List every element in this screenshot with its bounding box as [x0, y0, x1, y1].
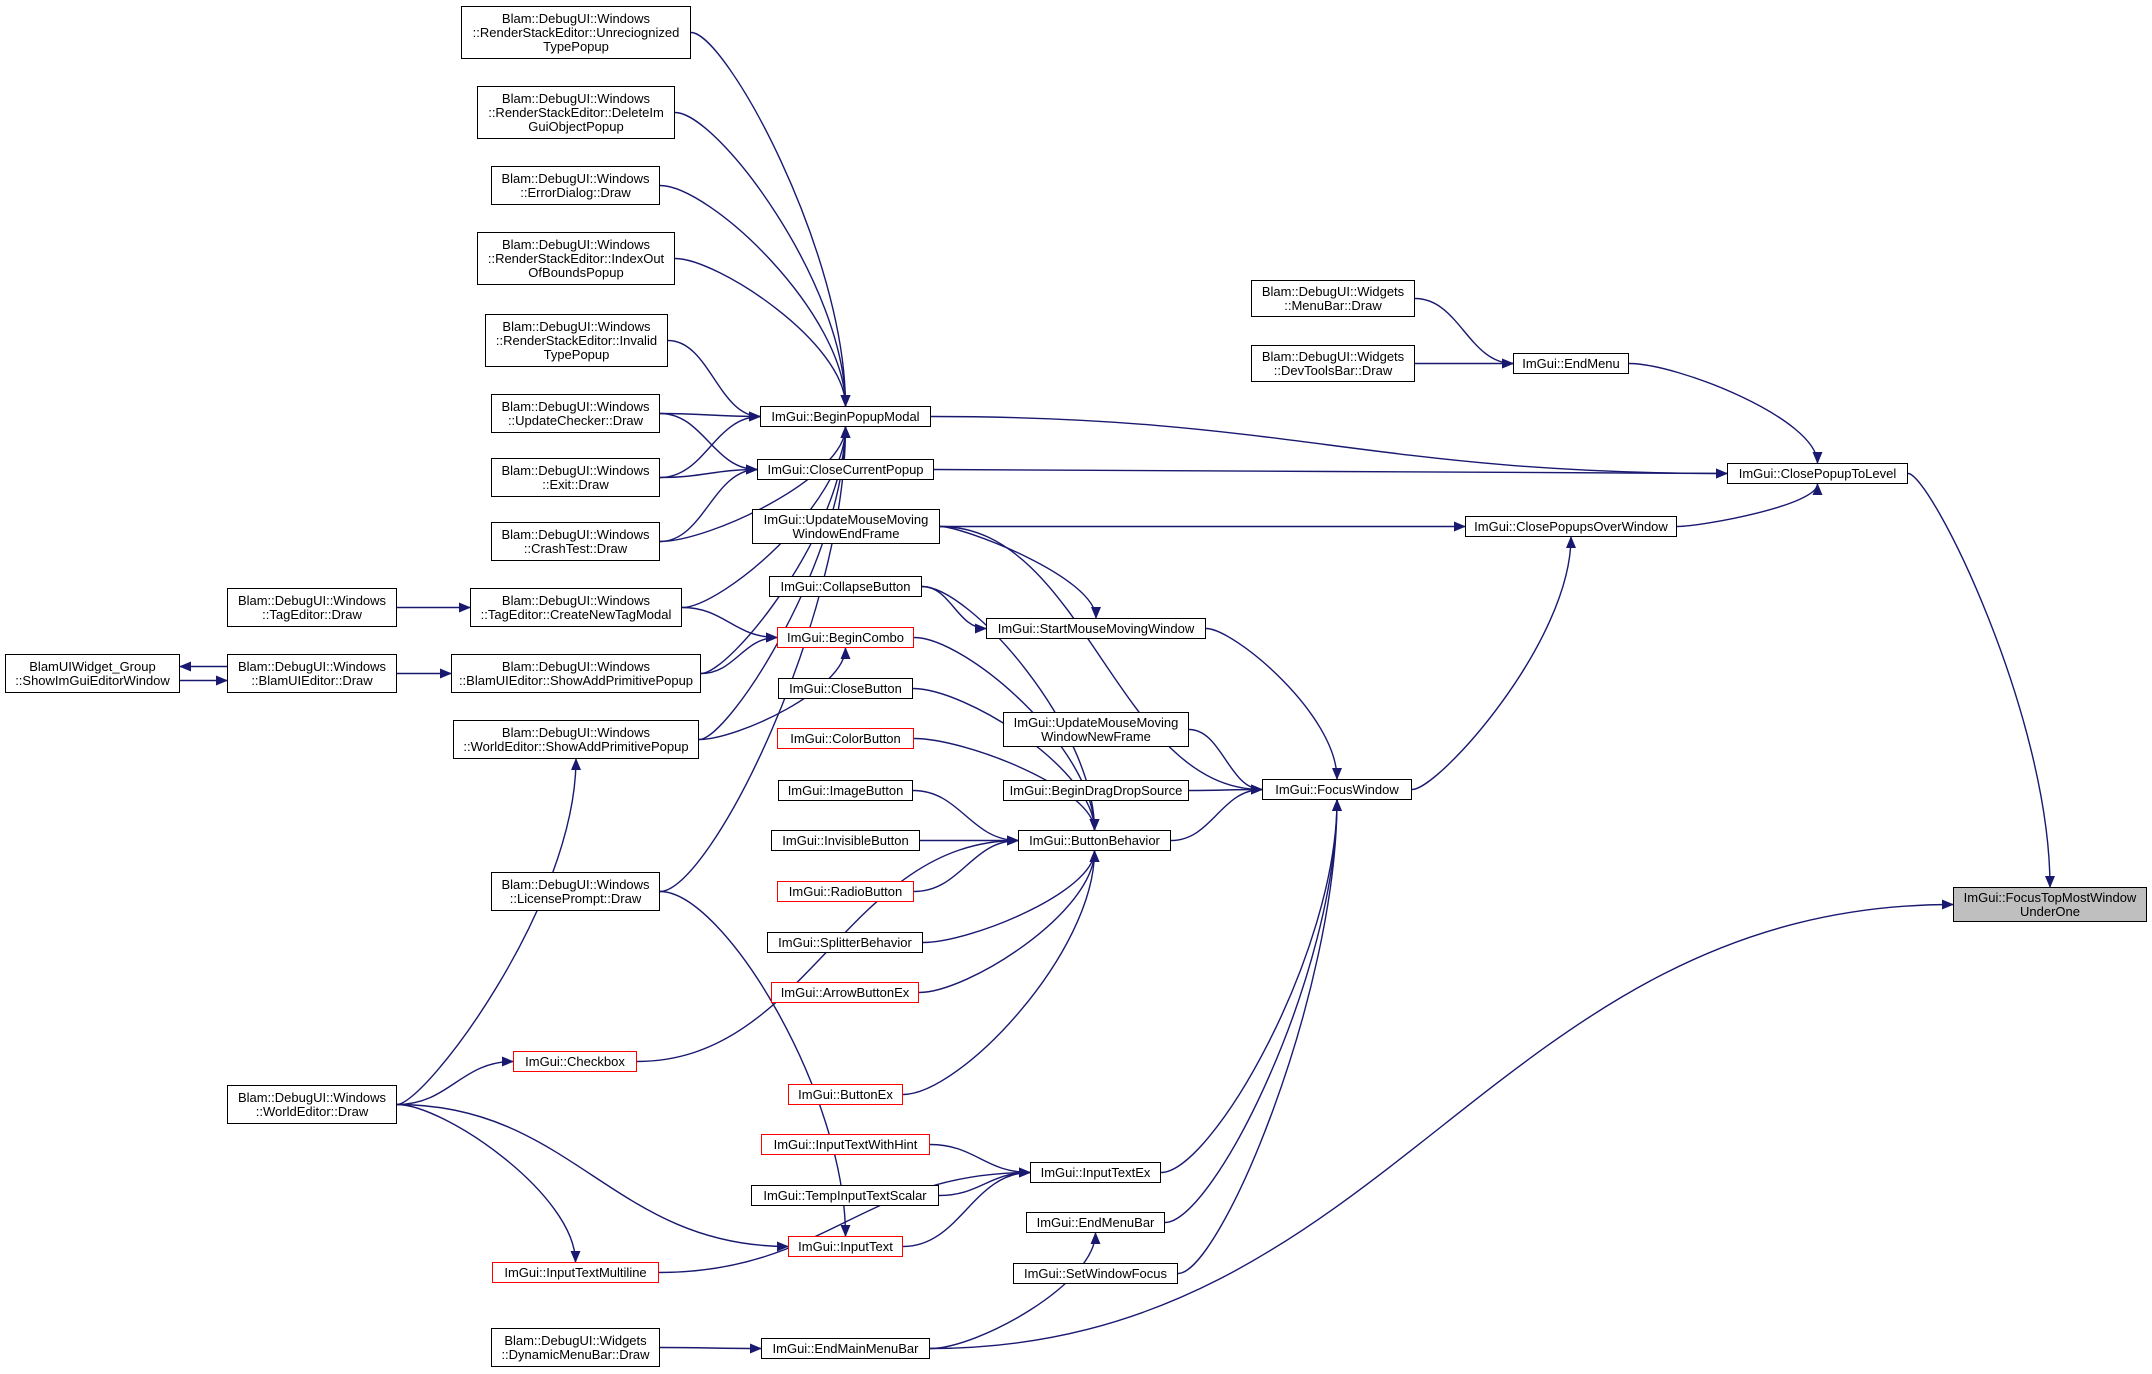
node-imagebutton[interactable]: ImGui::ImageButton [778, 780, 913, 801]
edge-menubar-draw-to-endmenu [1414, 297, 1514, 369]
node-endmenubar[interactable]: ImGui::EndMenuBar [1026, 1212, 1165, 1233]
edge-endmainmenubar-to-endmenubar [929, 1232, 1101, 1350]
edge-exit-draw-to-closecurrentpopup [659, 464, 758, 479]
node-endmenu[interactable]: ImGui::EndMenu [1513, 353, 1629, 374]
edge-worldeditor-showaddprimitive-to-begincombo [698, 647, 851, 741]
edge-arrowbuttonex-to-buttonbehavior [918, 850, 1100, 994]
edge-splitterbehavior-to-buttonbehavior [922, 850, 1100, 944]
edge-updatechecker-draw-to-closecurrentpopup [659, 412, 758, 475]
edge-errordialog-draw-to-beginpopupmodal [659, 184, 851, 407]
edge-inputtextex-to-focuswindow [1160, 799, 1342, 1174]
node-worldeditor-showaddprimitive[interactable]: Blam::DebugUI::Windows ::WorldEditor::Sh… [453, 720, 699, 759]
node-buttonex[interactable]: ImGui::ButtonEx [788, 1084, 903, 1105]
edge-tageditor-createnewtagmodal-to-begincombo [681, 606, 778, 643]
edge-crashtest-draw-to-closecurrentpopup [659, 464, 758, 543]
edge-endmenubar-to-focuswindow [1164, 799, 1342, 1224]
node-closepopuptolevel[interactable]: ImGui::ClosePopupToLevel [1727, 463, 1908, 484]
node-arrowbuttonex[interactable]: ImGui::ArrowButtonEx [771, 982, 919, 1003]
node-dynamicmenubar-draw[interactable]: Blam::DebugUI::Widgets ::DynamicMenuBar:… [491, 1328, 660, 1367]
node-blamuieditor-showaddprimitive[interactable]: Blam::DebugUI::Windows ::BlamUIEditor::S… [451, 654, 701, 693]
node-crashtest-draw[interactable]: Blam::DebugUI::Windows ::CrashTest::Draw [491, 522, 660, 561]
node-focuswindow[interactable]: ImGui::FocusWindow [1262, 779, 1412, 800]
edge-updatemousemovingwindowendframe-to-focuswindow [939, 525, 1263, 795]
edge-endmenu-to-closepopuptolevel [1628, 362, 1823, 464]
node-begindragdropsource[interactable]: ImGui::BeginDragDropSource [1003, 780, 1189, 801]
node-updatemousemovingwindowendframe[interactable]: ImGui::UpdateMouseMoving WindowEndFrame [752, 509, 940, 544]
node-errordialog-draw[interactable]: Blam::DebugUI::Windows ::ErrorDialog::Dr… [491, 166, 660, 205]
node-closepopupsoverwindow[interactable]: ImGui::ClosePopupsOverWindow [1465, 516, 1677, 537]
node-inputtext[interactable]: ImGui::InputText [788, 1236, 903, 1257]
edge-closepopuptolevel-to-focustopmostwindowunderone [1907, 472, 2055, 888]
node-buttonbehavior[interactable]: ImGui::ButtonBehavior [1018, 830, 1171, 851]
edge-exit-draw-to-beginpopupmodal [659, 411, 761, 479]
node-splitterbehavior[interactable]: ImGui::SplitterBehavior [767, 932, 923, 953]
edge-blamuieditor-showaddprimitive-to-begincombo [700, 632, 778, 675]
edge-renderstack-unrecognized-to-beginpopupmodal [690, 31, 851, 407]
edge-imagebutton-to-buttonbehavior [912, 789, 1019, 846]
edge-endmainmenubar-to-focustopmostwindowunderone [929, 899, 1954, 1350]
node-blamuiwidget-group[interactable]: BlamUIWidget_Group ::ShowImGuiEditorWind… [5, 654, 180, 693]
node-renderstack-indexout[interactable]: Blam::DebugUI::Windows ::RenderStackEdit… [477, 232, 675, 285]
edge-beginpopupmodal-to-closepopuptolevel [930, 415, 1728, 479]
edge-licenseprompt-draw-to-inputtext [659, 890, 851, 1237]
node-endmainmenubar[interactable]: ImGui::EndMainMenuBar [761, 1338, 930, 1359]
node-renderstack-invalidtype[interactable]: Blam::DebugUI::Windows ::RenderStackEdit… [485, 314, 668, 367]
edge-closepopupsoverwindow-to-closepopuptolevel [1676, 483, 1823, 528]
edge-inputtext-to-inputtextex [902, 1167, 1031, 1248]
edge-startmousemovingwindow-to-focuswindow [1205, 627, 1342, 780]
edge-colorbutton-to-buttonbehavior [913, 737, 1100, 831]
edge-dynamicmenubar-draw-to-endmainmenubar [659, 1343, 762, 1354]
node-collapsebutton[interactable]: ImGui::CollapseButton [769, 576, 922, 597]
edge-worldeditor-draw-to-inputtext [396, 1103, 789, 1252]
node-renderstack-deleteimgui[interactable]: Blam::DebugUI::Windows ::RenderStackEdit… [477, 86, 675, 139]
node-renderstack-unrecognized[interactable]: Blam::DebugUI::Windows ::RenderStackEdit… [461, 6, 691, 59]
node-inputtextex[interactable]: ImGui::InputTextEx [1030, 1162, 1161, 1183]
node-startmousemovingwindow[interactable]: ImGui::StartMouseMovingWindow [986, 618, 1206, 639]
node-licenseprompt-draw[interactable]: Blam::DebugUI::Windows ::LicensePrompt::… [491, 872, 660, 911]
node-tageditor-draw[interactable]: Blam::DebugUI::Windows ::TagEditor::Draw [227, 588, 397, 627]
edge-renderstack-indexout-to-beginpopupmodal [674, 257, 851, 407]
edge-buttonex-to-buttonbehavior [902, 850, 1100, 1096]
node-colorbutton[interactable]: ImGui::ColorButton [777, 728, 914, 749]
node-updatemousemovingwindownewframe[interactable]: ImGui::UpdateMouseMoving WindowNewFrame [1003, 712, 1189, 747]
edge-focuswindow-to-closepopupsoverwindow [1411, 536, 1576, 791]
node-tempinputtextscalar[interactable]: ImGui::TempInputTextScalar [751, 1185, 939, 1206]
edge-setwindowfocus-to-focuswindow [1177, 799, 1342, 1275]
node-inputtextmultiline[interactable]: ImGui::InputTextMultiline [492, 1262, 659, 1283]
edge-renderstack-invalidtype-to-beginpopupmodal [667, 339, 761, 422]
edge-tageditor-createnewtagmodal-to-beginpopupmodal [681, 426, 851, 609]
node-tageditor-createnewtagmodal[interactable]: Blam::DebugUI::Windows ::TagEditor::Crea… [470, 588, 682, 627]
node-closecurrentpopup[interactable]: ImGui::CloseCurrentPopup [757, 459, 934, 480]
node-devtoolsbar-draw[interactable]: Blam::DebugUI::Widgets ::DevToolsBar::Dr… [1251, 345, 1415, 382]
node-focustopmostwindowunderone[interactable]: ImGui::FocusTopMostWindow UnderOne [1953, 887, 2147, 922]
node-setwindowfocus[interactable]: ImGui::SetWindowFocus [1013, 1263, 1178, 1284]
node-radiobutton[interactable]: ImGui::RadioButton [777, 881, 914, 902]
edge-worldeditor-draw-to-worldeditor-showaddprimitive [396, 758, 581, 1106]
edge-closecurrentpopup-to-closepopuptolevel [933, 468, 1728, 479]
node-worldeditor-draw[interactable]: Blam::DebugUI::Windows ::WorldEditor::Dr… [227, 1085, 397, 1124]
edge-worldeditor-draw-to-checkbox [396, 1056, 514, 1106]
edge-worldeditor-draw-to-inputtextmultiline [396, 1103, 581, 1263]
edge-inputtextwithhint-to-inputtextex [929, 1143, 1031, 1178]
edge-updatemousemovingwindowendframe-to-startmousemovingwindow [939, 525, 1101, 619]
node-updatechecker-draw[interactable]: Blam::DebugUI::Windows ::UpdateChecker::… [491, 394, 660, 433]
node-exit-draw[interactable]: Blam::DebugUI::Windows ::Exit::Draw [491, 458, 660, 497]
node-begincombo[interactable]: ImGui::BeginCombo [777, 627, 914, 648]
node-checkbox[interactable]: ImGui::Checkbox [513, 1051, 637, 1072]
edge-buttonbehavior-to-focuswindow [1170, 784, 1263, 842]
node-blamuieditor-draw[interactable]: Blam::DebugUI::Windows ::BlamUIEditor::D… [227, 654, 397, 693]
edge-inputtextmultiline-to-inputtextex [658, 1167, 1031, 1274]
edge-renderstack-deleteimgui-to-beginpopupmodal [674, 111, 851, 407]
edge-crashtest-draw-to-beginpopupmodal [659, 426, 851, 543]
edge-radiobutton-to-buttonbehavior [913, 835, 1019, 893]
node-beginpopupmodal[interactable]: ImGui::BeginPopupModal [760, 406, 931, 427]
node-closebutton[interactable]: ImGui::CloseButton [778, 678, 913, 699]
node-invisiblebutton[interactable]: ImGui::InvisibleButton [771, 830, 920, 851]
node-menubar-draw[interactable]: Blam::DebugUI::Widgets ::MenuBar::Draw [1251, 280, 1415, 317]
edge-updatechecker-draw-to-beginpopupmodal [659, 411, 761, 422]
node-inputtextwithhint[interactable]: ImGui::InputTextWithHint [761, 1134, 930, 1155]
